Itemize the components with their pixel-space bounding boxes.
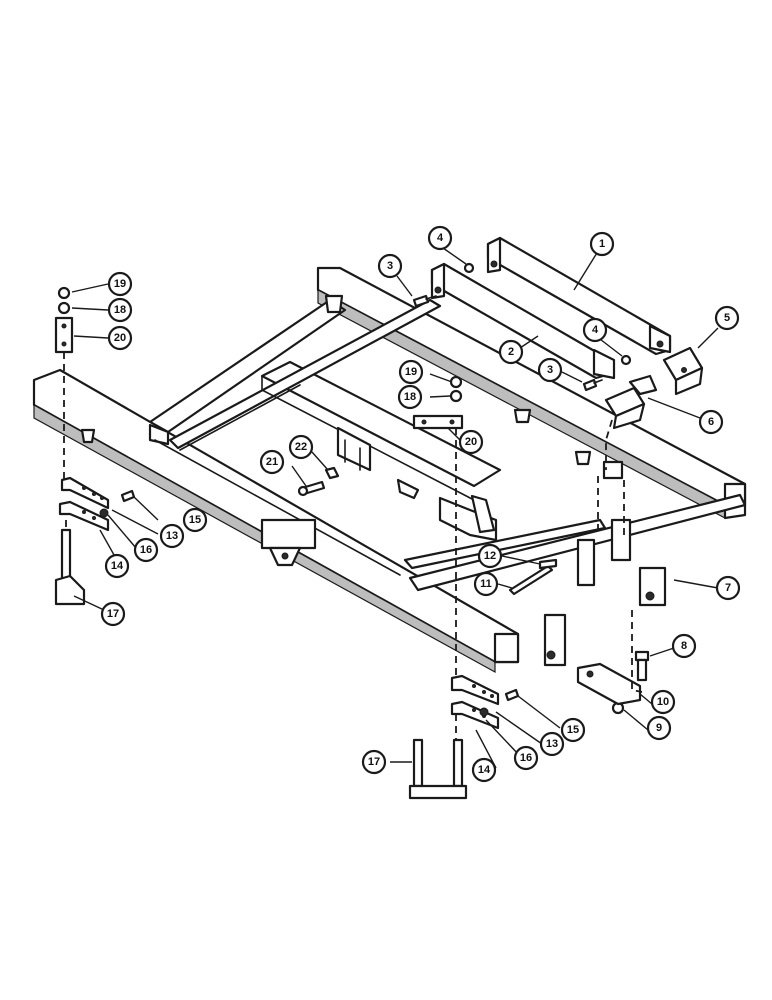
nut-16-center [479,707,489,717]
callout-18-left: 18 [107,297,133,323]
callout-4-upper: 4 [427,225,453,251]
callout-1: 1 [589,231,615,257]
callout-4-lower: 4 [582,317,608,343]
main-frame [32,266,747,674]
callout-3-lower: 3 [537,357,563,383]
callout-21: 21 [259,449,285,475]
svg-text:6: 6 [708,416,714,428]
svg-text:3: 3 [387,260,393,272]
pin-12 [538,558,558,570]
bolt-3-upper [412,294,437,308]
bolt-15-center [504,688,520,702]
svg-text:2: 2 [508,346,514,358]
svg-text:14: 14 [111,560,124,572]
svg-text:4: 4 [592,324,599,336]
bracket-6 [604,374,658,430]
leader-lines [71,247,719,769]
strap-13-center [450,674,500,706]
plate-20-center [412,414,464,430]
nut-16-left [99,508,109,518]
callout-13-center: 13 [539,731,565,757]
callout-15-left: 15 [182,507,208,533]
svg-text:20: 20 [114,332,126,344]
assembly-lines [63,352,643,740]
callout-6: 6 [698,409,724,435]
svg-text:4: 4 [437,232,444,244]
svg-text:22: 22 [295,441,307,453]
nut-4-upper [463,262,475,274]
svg-text:8: 8 [681,640,687,652]
svg-text:16: 16 [140,544,152,556]
svg-text:13: 13 [166,530,178,542]
svg-text:13: 13 [546,738,558,750]
bracket-5 [662,346,704,396]
svg-text:10: 10 [657,696,669,708]
plate-20-left [54,316,74,354]
svg-text:15: 15 [189,514,201,526]
svg-text:18: 18 [404,391,416,403]
upper-bar-2 [430,262,616,380]
washer-18-center [449,389,463,403]
callout-10: 10 [650,689,676,715]
strap-14-left [58,500,110,532]
svg-text:7: 7 [725,582,731,594]
svg-text:11: 11 [480,578,492,590]
bolt-8 [634,650,650,682]
callout-18-center: 18 [397,384,423,410]
nut-4-lower [620,354,632,366]
washer-18-left [57,301,71,315]
nut-19-center [449,375,463,389]
callout-14-center: 14 [471,757,497,783]
svg-text:19: 19 [114,278,126,290]
svg-text:19: 19 [405,366,417,378]
foot-17-center [408,738,468,800]
callout-16-left: 16 [133,537,159,563]
foot-17-left [54,528,86,606]
svg-text:12: 12 [484,550,496,562]
callout-3-upper: 3 [377,253,403,279]
callout-12: 12 [477,543,503,569]
svg-text:1: 1 [599,238,605,250]
callout-14-left: 14 [104,553,130,579]
svg-text:17: 17 [368,756,380,768]
plate-10 [576,662,642,706]
svg-text:21: 21 [266,456,278,468]
callout-17-center: 17 [361,749,387,775]
pin-21 [297,480,326,497]
callout-2: 2 [498,339,524,365]
callout-13-left: 13 [159,523,185,549]
callout-22: 22 [288,434,314,460]
bolt-15-left [120,489,136,503]
svg-text:9: 9 [656,722,662,734]
strap-13-left [60,476,110,510]
callout-11: 11 [473,571,499,597]
svg-text:18: 18 [114,304,126,316]
svg-text:16: 16 [520,752,532,764]
callout-8: 8 [671,633,697,659]
callout-9: 9 [646,715,672,741]
callout-19-left: 19 [107,271,133,297]
callout-20-center: 20 [458,429,484,455]
svg-text:3: 3 [547,364,553,376]
svg-text:17: 17 [107,608,119,620]
bolt-3-lower [582,378,603,392]
callout-20-left: 20 [107,325,133,351]
svg-text:14: 14 [478,764,491,776]
strap-14-center [450,700,500,730]
upper-bar-1 [486,236,672,356]
callout-7: 7 [715,575,741,601]
nut-19-left [57,286,71,300]
rod-11 [508,564,554,596]
svg-text:5: 5 [724,312,730,324]
clip-22 [324,466,340,480]
svg-text:20: 20 [465,436,477,448]
callout-15-center: 15 [560,717,586,743]
svg-text:15: 15 [567,724,579,736]
callout-17-left: 17 [100,601,126,627]
callout-5: 5 [714,305,740,331]
callout-16-center: 16 [513,745,539,771]
callout-19-center: 19 [398,359,424,385]
